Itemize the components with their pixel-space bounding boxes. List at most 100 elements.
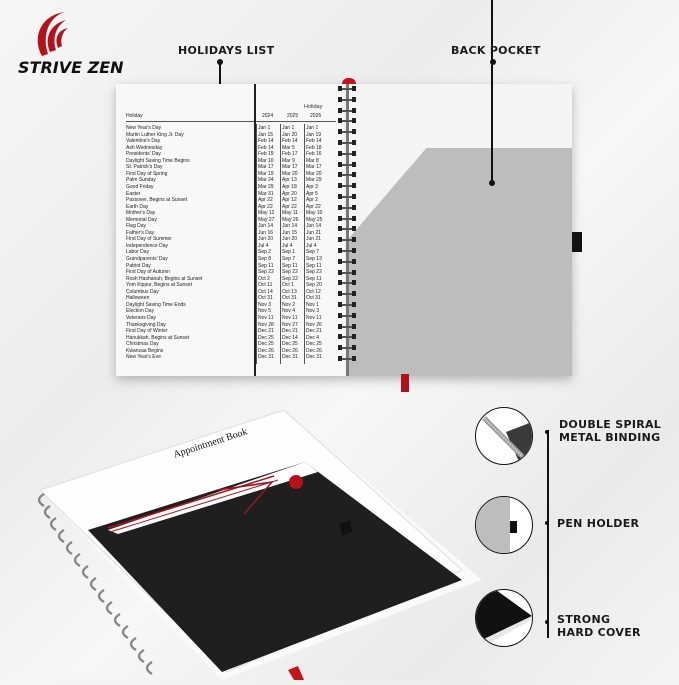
spiral-coil — [338, 139, 358, 147]
holiday-date: Nov 11 — [306, 314, 322, 321]
holiday-name: Columbus Day — [126, 288, 159, 295]
holiday-date: Dec 31 — [258, 354, 274, 361]
spiral-coil — [338, 247, 358, 255]
holiday-date: Mar 10 — [258, 157, 274, 164]
holiday-date: Jan 20 — [282, 131, 298, 138]
holiday-date: Apr 13 — [282, 177, 297, 184]
holiday-date: Dec 31 — [282, 354, 298, 361]
holiday-title: Holiday — [304, 104, 323, 110]
holiday-date: Mar 20 — [306, 170, 322, 177]
holiday-date: Sep 22 — [282, 269, 298, 276]
holiday-date: Sep 2 — [258, 249, 272, 256]
spiral-coil — [338, 193, 358, 201]
brand-logo: STRIVE ZEN — [14, 8, 124, 78]
holiday-name: Rosh Hashanah, Begins at Sunset — [126, 275, 203, 282]
holiday-date: Mar 8 — [306, 157, 319, 164]
holiday-date: Jul 4 — [306, 242, 317, 249]
callout-dot — [489, 180, 495, 186]
holiday-name: New Year's Eve — [126, 354, 161, 361]
holiday-date: Dec 25 — [258, 334, 274, 341]
holiday-date: Jun 14 — [282, 223, 298, 230]
holiday-date: Oct 2 — [258, 275, 270, 282]
holiday-date: Jan 19 — [306, 131, 322, 138]
holiday-name: Easter — [126, 190, 141, 197]
back-pocket-page — [348, 0, 572, 376]
holidays-page: Holiday Holiday 2024 2025 2026 New Year'… — [116, 84, 344, 376]
holiday-date: Apr 20 — [282, 190, 297, 197]
holiday-date: Mar 19 — [258, 170, 274, 177]
holiday-date: Dec 14 — [282, 334, 298, 341]
holiday-date: Sep 22 — [282, 275, 298, 282]
holiday-date: Feb 14 — [258, 138, 274, 145]
holiday-name: Daylight Saving Time Ends — [126, 301, 186, 308]
column-divider — [304, 124, 305, 364]
spiral-coil — [338, 345, 358, 352]
spiral-coil — [338, 215, 358, 223]
holiday-date: Jun 15 — [282, 229, 298, 236]
holiday-name: Daylight Saving Time Begins — [126, 157, 190, 164]
spiral-coil — [338, 183, 358, 190]
holiday-date: Dec 26 — [306, 347, 322, 354]
holiday-date: Nov 2 — [282, 301, 296, 308]
spiral-coil — [338, 301, 358, 309]
holiday-name: Christmas Day — [126, 341, 159, 348]
holiday-date: Sep 11 — [282, 262, 298, 269]
holiday-date: Sep 7 — [282, 256, 296, 262]
spiral-coil — [338, 269, 358, 277]
holiday-date: Sep 20 — [306, 282, 322, 289]
holiday-date: Sep 8 — [258, 256, 272, 262]
holiday-name: First Day of Winter — [126, 328, 168, 335]
header-divider — [126, 121, 336, 122]
holiday-date: Jan 15 — [258, 131, 274, 138]
spiral-coil — [338, 312, 358, 320]
holiday-name: Palm Sunday — [126, 177, 156, 184]
holiday-date: Nov 4 — [282, 308, 296, 315]
holiday-date: Dec 25 — [282, 341, 298, 348]
ribbon-marker-top — [342, 78, 356, 84]
holiday-date: Nov 1 — [306, 301, 320, 308]
holiday-date: Jun 14 — [306, 223, 322, 230]
holiday-date: Apr 22 — [258, 203, 273, 210]
holiday-date: Nov 3 — [258, 301, 272, 308]
holiday-date: Nov 26 — [306, 321, 322, 328]
hard-cover-icon — [475, 589, 533, 647]
holiday-date: Dec 25 — [258, 341, 274, 348]
holiday-name: Independence Day — [126, 242, 168, 249]
swoosh-logo-icon — [37, 12, 68, 56]
holiday-date: Sep 1 — [282, 249, 296, 256]
holiday-name: Earth Day — [126, 203, 149, 210]
holiday-date: Dec 21 — [282, 328, 298, 335]
back-pocket — [348, 148, 572, 376]
table-row: First Day of Winter Dec 21 Dec 21 Dec 21 — [126, 328, 336, 335]
callout-dot — [545, 430, 549, 434]
holiday-date: Dec 21 — [258, 328, 274, 335]
spiral-coil — [338, 291, 358, 298]
callout-dot — [545, 620, 549, 624]
holiday-name: Good Friday — [126, 183, 154, 190]
holiday-date: Nov 5 — [258, 308, 272, 315]
holiday-date: Oct 12 — [306, 288, 321, 295]
holiday-date: Sep 11 — [258, 262, 274, 269]
holiday-date: Mar 5 — [282, 144, 295, 151]
holiday-name: Thanksgiving Day — [126, 321, 166, 328]
spiral-coil — [338, 172, 358, 179]
spiral-coil — [338, 118, 358, 125]
holiday-date: Feb 18 — [306, 144, 322, 151]
holiday-date: Dec 21 — [306, 328, 322, 335]
holiday-name: Ash Wednesday — [126, 144, 163, 151]
spiral-coil — [338, 86, 358, 93]
feature-label-hard-cover: STRONG HARD COVER — [557, 613, 641, 639]
holiday-date: Jun 21 — [306, 236, 322, 243]
